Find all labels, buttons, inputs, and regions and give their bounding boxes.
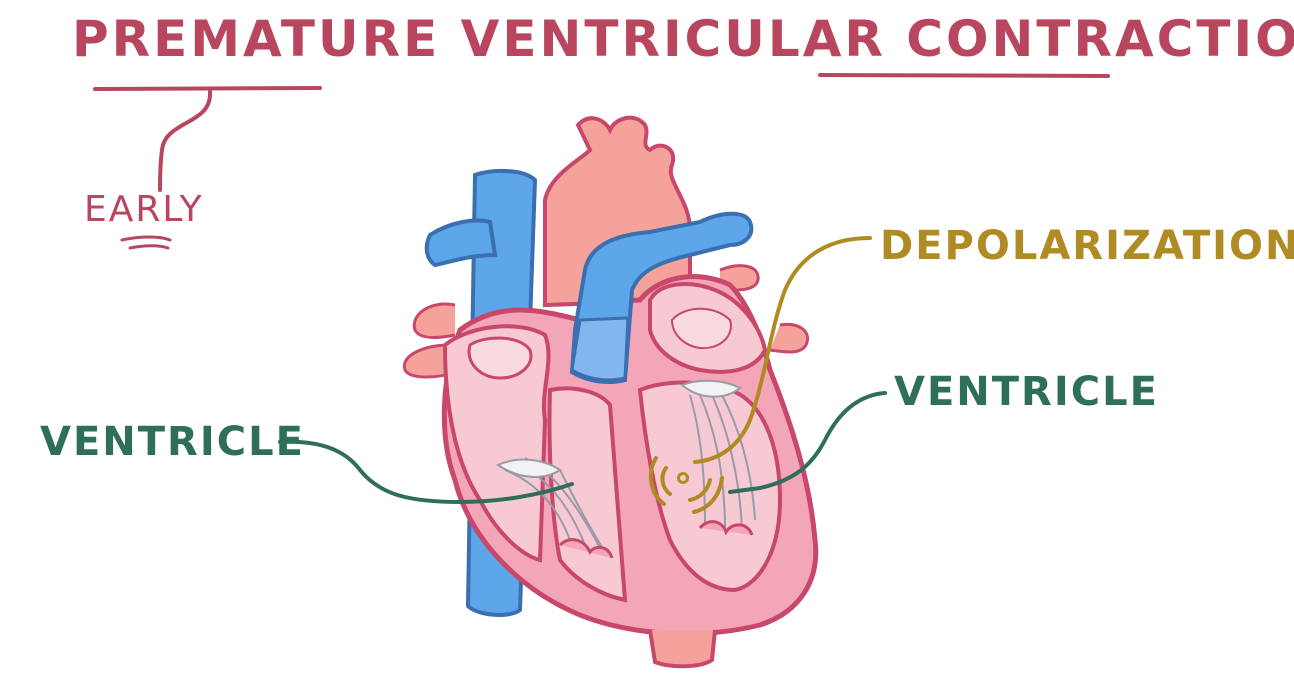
title-underline-left	[93, 86, 322, 91]
early-underline	[120, 235, 172, 250]
right-valve-leaflet	[680, 379, 742, 398]
depolarization-label: Depolarization	[880, 223, 1294, 269]
early-label: Early	[84, 189, 204, 230]
left-ventricle-chamber	[547, 386, 628, 603]
right-atrium-detail	[670, 307, 732, 350]
depolarization-waves	[648, 456, 724, 514]
left-atrium	[467, 336, 533, 380]
early-connector	[158, 90, 213, 192]
pulmonary-vein-left	[402, 302, 456, 379]
papillary-right	[698, 520, 754, 536]
ventricle-left-label: Ventricle	[40, 419, 305, 465]
apex-stub	[648, 629, 717, 669]
ventricle-right-label: Ventricle	[894, 369, 1159, 415]
left-valve-leaflet	[495, 458, 562, 478]
left-chamber	[442, 324, 551, 563]
ventricle-left-leader	[278, 439, 574, 505]
ventricle-right-leader	[728, 391, 887, 494]
title-underline-right	[818, 73, 1110, 78]
page-title: Premature Ventricular Contraction	[72, 10, 1294, 68]
pulmonary-valve	[570, 316, 630, 382]
papillary-left	[558, 538, 614, 559]
vena-cava-branch	[424, 218, 498, 268]
depolarization-leader	[693, 236, 872, 464]
